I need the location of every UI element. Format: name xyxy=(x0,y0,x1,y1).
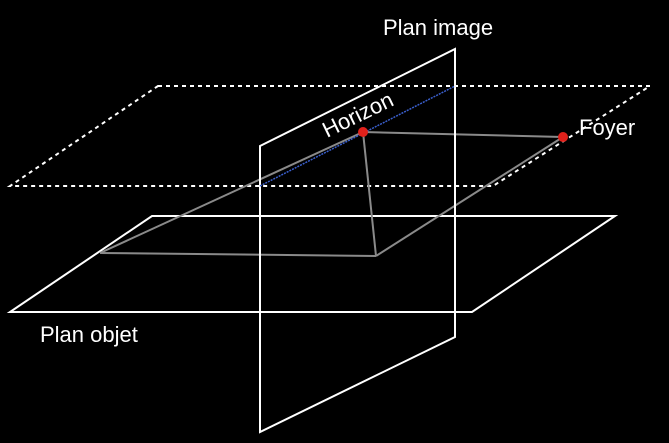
foyer-label: Foyer xyxy=(579,115,635,140)
ground-line xyxy=(99,252,377,257)
horizon-point xyxy=(358,127,368,137)
horizon-plane xyxy=(6,85,654,187)
object-plane-label: Plan objet xyxy=(40,322,138,347)
horizon-to-foyer-line xyxy=(362,131,564,138)
ray-foyer-to-ground xyxy=(375,136,564,257)
object-plane xyxy=(6,215,619,313)
image-plane xyxy=(259,47,456,434)
horizon-line xyxy=(259,85,456,187)
foyer-point xyxy=(558,132,568,142)
vertical-projection-line xyxy=(362,131,377,257)
ray-ground-to-horizon-point xyxy=(99,131,364,254)
image-plane-label: Plan image xyxy=(383,15,493,40)
